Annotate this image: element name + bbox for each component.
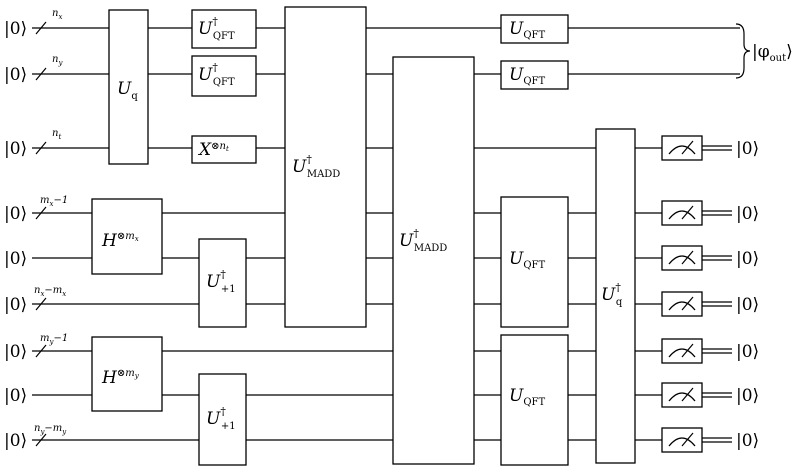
meter-needle-icon [681, 343, 694, 358]
gate-madd-dag-2 [392, 56, 475, 465]
width-my1: my−1 [40, 333, 68, 346]
width-t: nt [52, 128, 61, 141]
output-ket: |0⟩ [736, 386, 759, 406]
gate-uqft-y [500, 60, 569, 90]
width-my3: ny−my [34, 423, 67, 436]
measurement-box-2 [661, 200, 703, 226]
ket-mx1: |0⟩ [4, 204, 27, 224]
ket-y: |0⟩ [4, 65, 27, 85]
gate-u-plus1-y [198, 373, 247, 466]
gate-madd-dag-1 [284, 6, 367, 328]
slash-x [35, 21, 47, 35]
measurement-box-1 [661, 135, 703, 161]
slash-mx3 [35, 297, 47, 311]
ket-my3: |0⟩ [4, 431, 27, 451]
meter-needle-icon [681, 387, 694, 402]
gate-uq-dag-label: U†q [601, 281, 623, 308]
measurement-box-4 [661, 291, 703, 317]
ket-mx2: |0⟩ [4, 249, 27, 269]
width-y: ny [52, 54, 63, 67]
ket-x: |0⟩ [4, 19, 27, 39]
input-kets: |0⟩ |0⟩ |0⟩ |0⟩ |0⟩ |0⟩ |0⟩ |0⟩ |0⟩ [4, 19, 27, 451]
gate-uqft-my [500, 334, 569, 466]
measurement-box-6 [661, 382, 703, 408]
slash-t [35, 141, 47, 155]
gate-uqft-x [500, 14, 569, 44]
meter-needle-icon [681, 140, 694, 155]
slash-mx1 [35, 206, 47, 220]
width-x: nx [52, 8, 62, 21]
meter-arc-icon [668, 210, 696, 220]
gate-h-my [91, 336, 163, 412]
output-ket: |0⟩ [736, 342, 759, 362]
ket-my1: |0⟩ [4, 342, 27, 362]
ket-mx3: |0⟩ [4, 295, 27, 315]
meter-arc-icon [668, 437, 696, 447]
measurement-box-7 [661, 427, 703, 453]
output-brace [735, 23, 751, 79]
slash-y [35, 67, 47, 81]
meter-arc-icon [668, 145, 696, 155]
slash-my1 [35, 344, 47, 358]
gate-uq-dag [595, 128, 636, 464]
meter-needle-icon [681, 432, 694, 447]
output: |φout⟩ [735, 23, 793, 79]
gate-uqft-dag-y [191, 55, 257, 97]
bus-markers: nx ny nt mx−1 nx−mx my−1 ny−my [34, 8, 68, 447]
width-mx1: mx−1 [40, 195, 68, 208]
output-ket: |0⟩ [736, 295, 759, 315]
measurement-box-3 [661, 245, 703, 271]
gate-u-plus1-x [198, 238, 247, 328]
gate-uqft-dag-x [191, 9, 257, 49]
meter-arc-icon [668, 392, 696, 402]
meter-needle-icon [681, 296, 694, 311]
meter-needle-icon [681, 205, 694, 220]
measurement-box-5 [661, 338, 703, 364]
measurements: |0⟩ |0⟩ |0⟩ |0⟩ |0⟩ |0⟩ |0⟩ [661, 135, 759, 453]
gates: Uq U†QFT U†QFT X⊗nt H⊗mx U†+1 U†MADD U†M… [91, 6, 636, 466]
ket-t: |0⟩ [4, 139, 27, 159]
output-ket: |0⟩ [736, 249, 759, 269]
meter-arc-icon [668, 255, 696, 265]
ket-my2: |0⟩ [4, 386, 27, 406]
gate-h-mx [91, 198, 163, 275]
gate-uqft-mx [500, 196, 569, 328]
output-ket: |0⟩ [736, 204, 759, 224]
width-mx3: nx−mx [34, 285, 66, 298]
output-ket: |0⟩ [736, 431, 759, 451]
output-ket: |0⟩ [736, 139, 759, 159]
gate-x-pow [191, 135, 257, 164]
meter-needle-icon [681, 250, 694, 265]
meter-arc-icon [668, 301, 696, 311]
gate-uq [108, 9, 149, 165]
phi-out-label: |φout⟩ [752, 42, 793, 64]
meter-arc-icon [668, 348, 696, 358]
slash-my3 [35, 433, 47, 447]
